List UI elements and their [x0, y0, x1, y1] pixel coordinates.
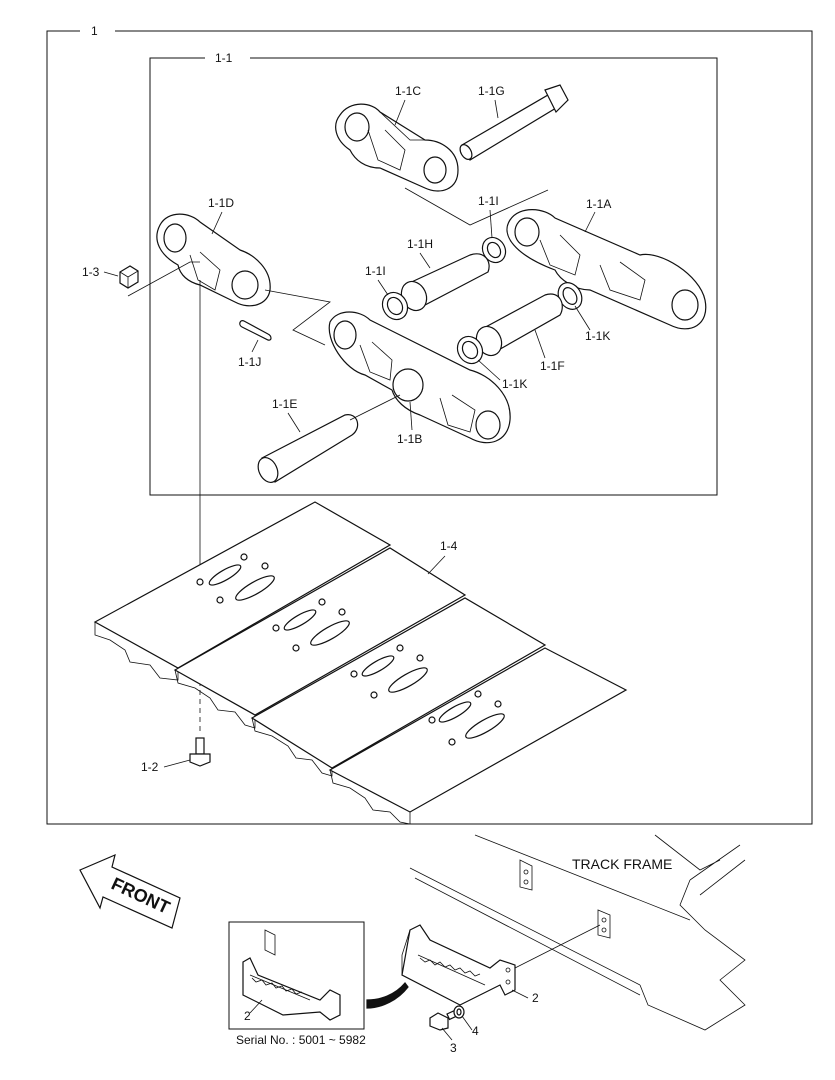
link-1-1d [156, 213, 271, 307]
label-link-d: 1-1D [208, 196, 234, 210]
label-shoe: 1-4 [440, 539, 458, 553]
label-seal-i-top: 1-1I [478, 194, 499, 208]
label-guard: 2 [532, 991, 539, 1005]
label-guard-inset: 2 [244, 1009, 251, 1023]
nut-1-3 [119, 265, 139, 289]
label-seal-i-left: 1-1I [365, 264, 386, 278]
label-lock-j: 1-1J [238, 355, 261, 369]
label-bolt: 1-2 [141, 760, 159, 774]
label-bolt-3: 3 [450, 1041, 457, 1055]
label-washer-4: 4 [472, 1024, 479, 1038]
label-pin-e: 1-1E [272, 397, 297, 411]
guard-inset-box [228, 921, 365, 1030]
seal-1-1k-right [557, 282, 583, 310]
label-pin-g: 1-1G [478, 84, 505, 98]
label-link-a: 1-1A [586, 197, 611, 211]
label-assy: 1 [91, 24, 98, 38]
label-link-c: 1-1C [395, 84, 421, 98]
label-sub-assy: 1-1 [215, 51, 233, 65]
seal-1-1i-top [481, 236, 507, 264]
label-nut: 1-3 [82, 265, 100, 279]
link-1-1b [328, 311, 511, 444]
track-shoes-1-4 [93, 501, 628, 825]
link-1-1a [506, 209, 707, 330]
label-seal-k-right: 1-1K [585, 329, 610, 343]
label-bushing-h: 1-1H [407, 237, 433, 251]
link-1-1c [335, 103, 459, 192]
label-track-frame: TRACK FRAME [572, 856, 672, 872]
track-frame [409, 834, 746, 1031]
assembly-frame [46, 30, 813, 825]
bushing-1-1h [400, 253, 490, 312]
washer-4 [453, 1005, 465, 1019]
lock-1-1j [239, 320, 272, 341]
pin-1-1g [459, 84, 569, 161]
seal-1-1i-left [381, 291, 409, 321]
label-link-b: 1-1B [397, 432, 422, 446]
guard-2 [401, 924, 516, 1006]
pin-1-1e [257, 414, 359, 483]
seal-1-1k-mid [456, 335, 484, 365]
label-serial: Serial No. : 5001 ~ 5982 [236, 1033, 366, 1047]
arrow-icon [366, 982, 409, 1009]
bushing-1-1f [475, 293, 563, 357]
label-bushing-f: 1-1F [540, 359, 565, 373]
bolt-1-2 [189, 737, 211, 767]
label-seal-k-mid: 1-1K [502, 377, 527, 391]
sub-assembly-frame [149, 57, 718, 496]
front-arrow-icon [79, 853, 181, 929]
